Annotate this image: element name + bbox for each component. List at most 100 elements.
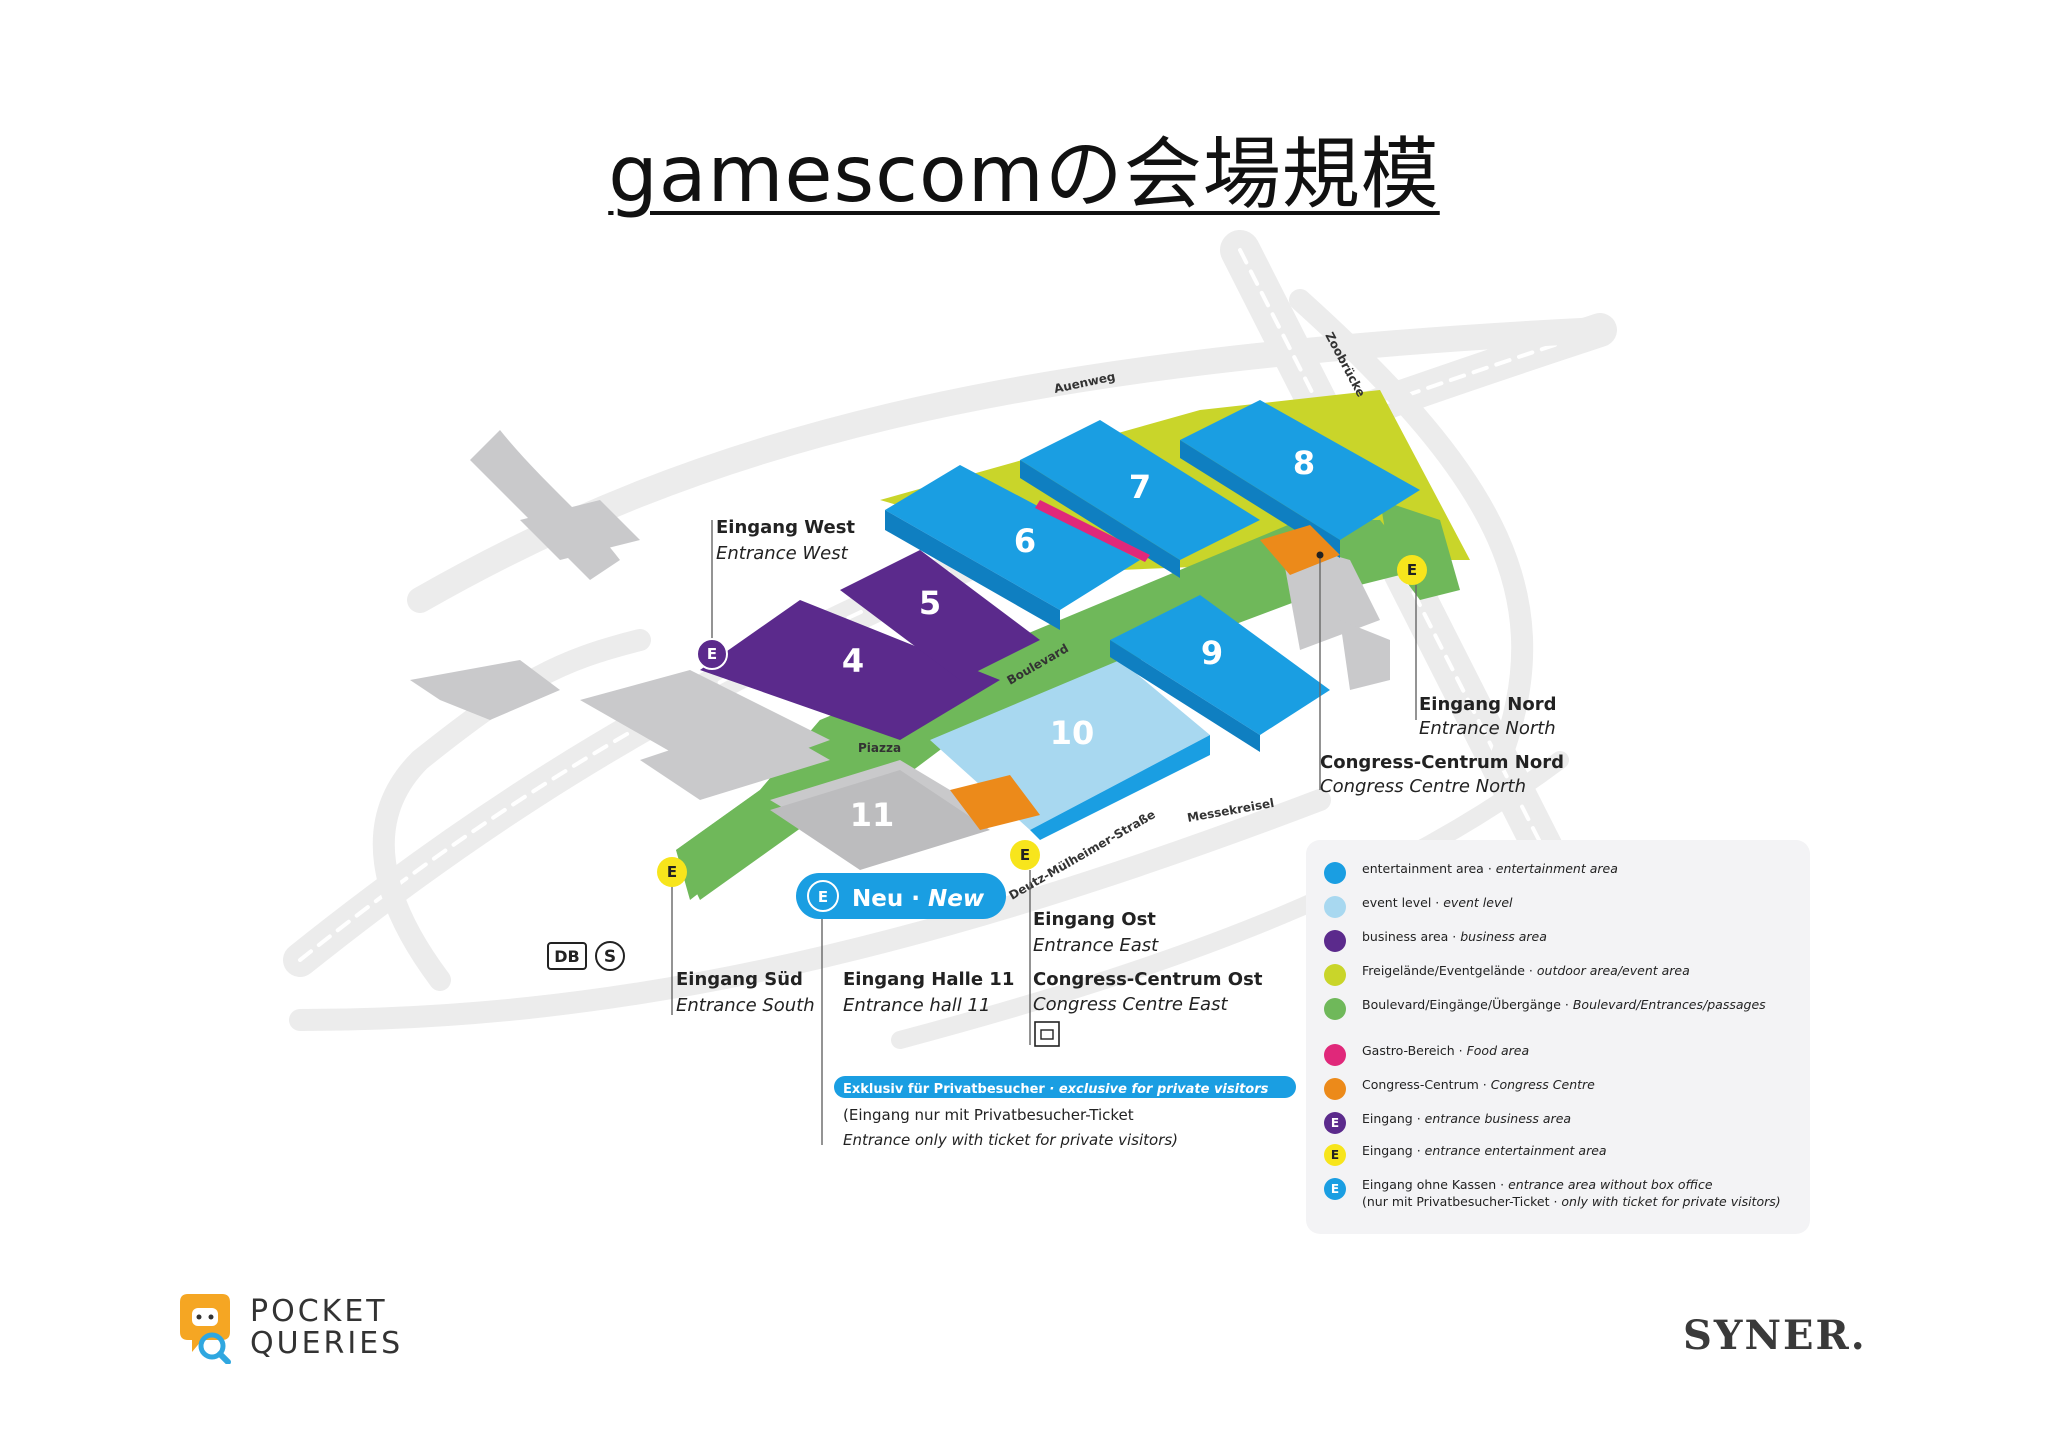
hall-label-10: 10 (1050, 714, 1095, 752)
label-entrance-hall11-en: Entrance hall 11 (843, 995, 990, 1016)
legend-label-de: business area (1362, 929, 1449, 944)
legend-label-de: Freigelände/Eventgelände (1362, 963, 1525, 978)
label-cc-north-en: Congress Centre North (1320, 776, 1526, 797)
hall-label-11: 11 (850, 796, 895, 834)
legend-label-de: Gastro-Bereich (1362, 1043, 1455, 1058)
legend-label-en: outdoor area/event area (1536, 963, 1690, 978)
congress-centre-east (950, 775, 1040, 830)
legend-swatch (1324, 896, 1346, 918)
label-entrance-west-en: Entrance West (716, 543, 849, 564)
syner-logo: SYNER. (1683, 1312, 1867, 1359)
legend-label: business area · business area (1362, 929, 1547, 944)
entrance-marker-east: E (1020, 846, 1030, 864)
new-badge-en: New (928, 886, 985, 912)
access-icon (1034, 1021, 1060, 1047)
legend-item: event level · event level (1324, 894, 1513, 918)
legend-label-en: business area (1460, 929, 1547, 944)
legend-label-en: Food area (1466, 1043, 1530, 1058)
legend-label: Congress-Centrum · Congress Centre (1362, 1077, 1595, 1092)
legend-label: Gastro-Bereich · Food area (1362, 1043, 1530, 1058)
street-piazza: Piazza (858, 741, 901, 755)
legend-item: business area · business area (1324, 928, 1547, 952)
hall-4-shape (700, 600, 1000, 740)
label-entrance-hall11-de: Eingang Halle 11 (843, 969, 1014, 990)
legend-swatch: E (1324, 1112, 1346, 1134)
s-label: S (604, 947, 616, 967)
hall-7-shape (1020, 420, 1260, 560)
legend-label: event level · event level (1362, 895, 1513, 910)
legend-extra-en: only with ticket for private visitors) (1561, 1194, 1781, 1209)
label-entrance-north-en: Entrance North (1419, 718, 1556, 739)
exclusive-note: Exklusiv für Privatbesucher · exclusive … (834, 1076, 1296, 1149)
hall-label-7: 7 (1129, 468, 1151, 506)
legend-label-en: Boulevard/Entrances/passages (1572, 997, 1766, 1012)
label-cc-east-de: Congress-Centrum Ost (1033, 969, 1263, 990)
legend-label-de: Congress-Centrum (1362, 1077, 1479, 1092)
legend-label-de: Boulevard/Eingänge/Übergänge (1362, 997, 1561, 1012)
pocket-queries-line2: QUERIES (250, 1326, 404, 1361)
exclusive-line2: Entrance only with ticket for private vi… (843, 1131, 1178, 1149)
hall-5-shape (840, 550, 1040, 680)
page-title: gamescomの会場規模 (608, 130, 1440, 220)
legend-label-de: Eingang (1362, 1111, 1413, 1126)
legend-swatch (1324, 862, 1346, 884)
legend-item: Freigelände/Eventgelände · outdoor area/… (1324, 962, 1690, 986)
hall-label-4: 4 (842, 642, 864, 680)
legend-swatch (1324, 1078, 1346, 1100)
legend-label-en: entrance entertainment area (1424, 1143, 1607, 1158)
exclusive-highlight-en: · exclusive for private visitors (1049, 1082, 1268, 1097)
legend-label-de: Eingang (1362, 1143, 1413, 1158)
db-icon: DB (547, 942, 587, 970)
pocket-queries-mark-icon (180, 1294, 231, 1364)
db-label: DB (554, 947, 579, 966)
hall-label-8: 8 (1293, 444, 1315, 482)
legend-label: Freigelände/Eventgelände · outdoor area/… (1362, 963, 1690, 978)
legend-item: Gastro-Bereich · Food area (1324, 1042, 1529, 1066)
legend-label-en: event level (1443, 895, 1513, 910)
legend-item: Congress-Centrum · Congress Centre (1324, 1076, 1595, 1100)
pocket-queries-logo: POCKET QUERIES (172, 1292, 403, 1364)
legend-label: entertainment area · entertainment area (1362, 861, 1618, 876)
svg-text:Neu · New: Neu · New (852, 886, 985, 912)
legend-label-de: event level (1362, 895, 1432, 910)
label-cc-north-de: Congress-Centrum Nord (1320, 752, 1564, 773)
label-entrance-south-de: Eingang Süd (676, 969, 803, 990)
hall-11-shape (770, 770, 990, 870)
legend-label: Eingang · entrance entertainment area (1362, 1143, 1607, 1158)
legend-label-en: entrance area without box office (1508, 1177, 1713, 1192)
s-bahn-icon: S (595, 941, 625, 971)
new-entrance-badge: E Neu · New (796, 873, 1006, 919)
new-badge-marker: E (818, 888, 828, 906)
hall-label-9: 9 (1201, 634, 1223, 672)
hall-label-6: 6 (1014, 522, 1036, 560)
legend-item: E Eingang · entrance business area (1324, 1110, 1571, 1134)
entrance-marker-south: E (667, 863, 677, 881)
legend-label: Eingang · entrance business area (1362, 1111, 1572, 1126)
new-badge-sep: · (903, 886, 928, 912)
label-entrance-east-en: Entrance East (1033, 935, 1159, 956)
exclusive-highlight-de: Exklusiv für Privatbesucher (843, 1082, 1045, 1097)
new-badge-de: Neu (852, 886, 903, 912)
legend-item: Boulevard/Eingänge/Übergänge · Boulevard… (1324, 996, 1766, 1020)
entrance-marker-west: E (707, 645, 717, 663)
legend-label-en: entrance business area (1424, 1111, 1572, 1126)
legend-swatch (1324, 1044, 1346, 1066)
legend-label-de: entertainment area (1362, 861, 1484, 876)
label-cc-east-en: Congress Centre East (1033, 994, 1228, 1015)
legend-label-de: Eingang ohne Kassen (1362, 1177, 1497, 1192)
legend-swatch (1324, 998, 1346, 1020)
hall-8-shape (1180, 400, 1420, 540)
label-entrance-south-en: Entrance South (676, 995, 815, 1016)
label-entrance-east-de: Eingang Ost (1033, 909, 1156, 930)
legend-label-en: entertainment area (1495, 861, 1618, 876)
legend-extra-de: (nur mit Privatbesucher-Ticket (1362, 1194, 1550, 1209)
legend-swatch: E (1324, 1178, 1346, 1200)
legend-label-en: Congress Centre (1490, 1077, 1595, 1092)
label-entrance-west-de: Eingang West (716, 517, 855, 538)
svg-text:Exklusiv für Privatbesucher ·: Exklusiv für Privatbesucher · exclusive … (843, 1082, 1269, 1097)
label-entrance-north-de: Eingang Nord (1419, 694, 1556, 715)
